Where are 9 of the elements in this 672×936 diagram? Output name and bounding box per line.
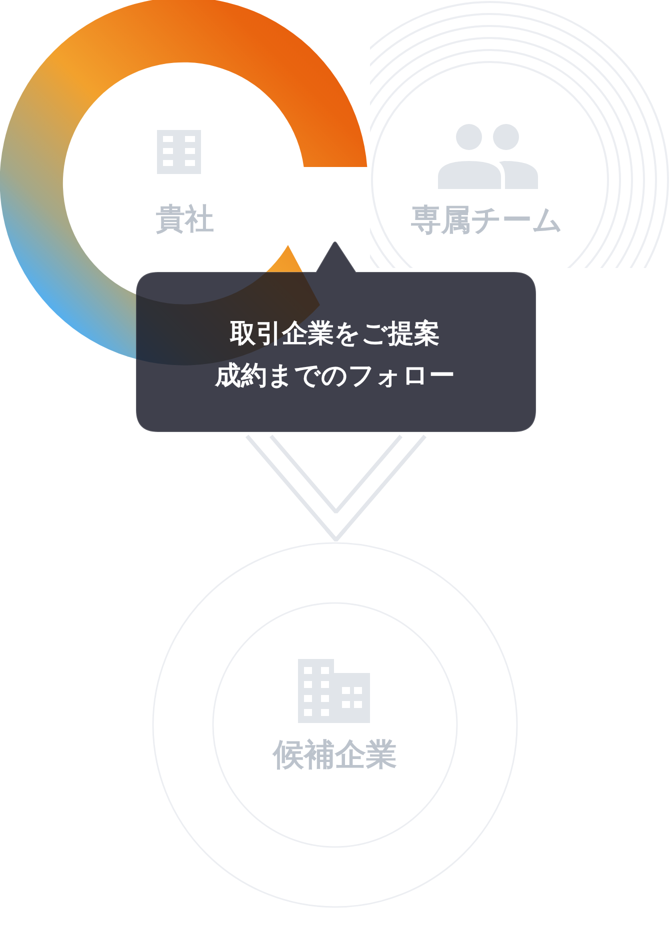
speech-bubble xyxy=(136,240,536,432)
bubble-text: 成約までのフォロー xyxy=(215,362,455,392)
circle-node xyxy=(152,542,518,908)
bubble-text: 取引企業をご提案 xyxy=(230,320,440,350)
node-label: 候補企業 xyxy=(273,738,397,774)
chevron-arrow xyxy=(245,434,427,542)
node-label: 貴社 xyxy=(156,202,214,236)
node-label: 専属チーム xyxy=(411,204,563,238)
concentric-circles xyxy=(370,0,672,268)
